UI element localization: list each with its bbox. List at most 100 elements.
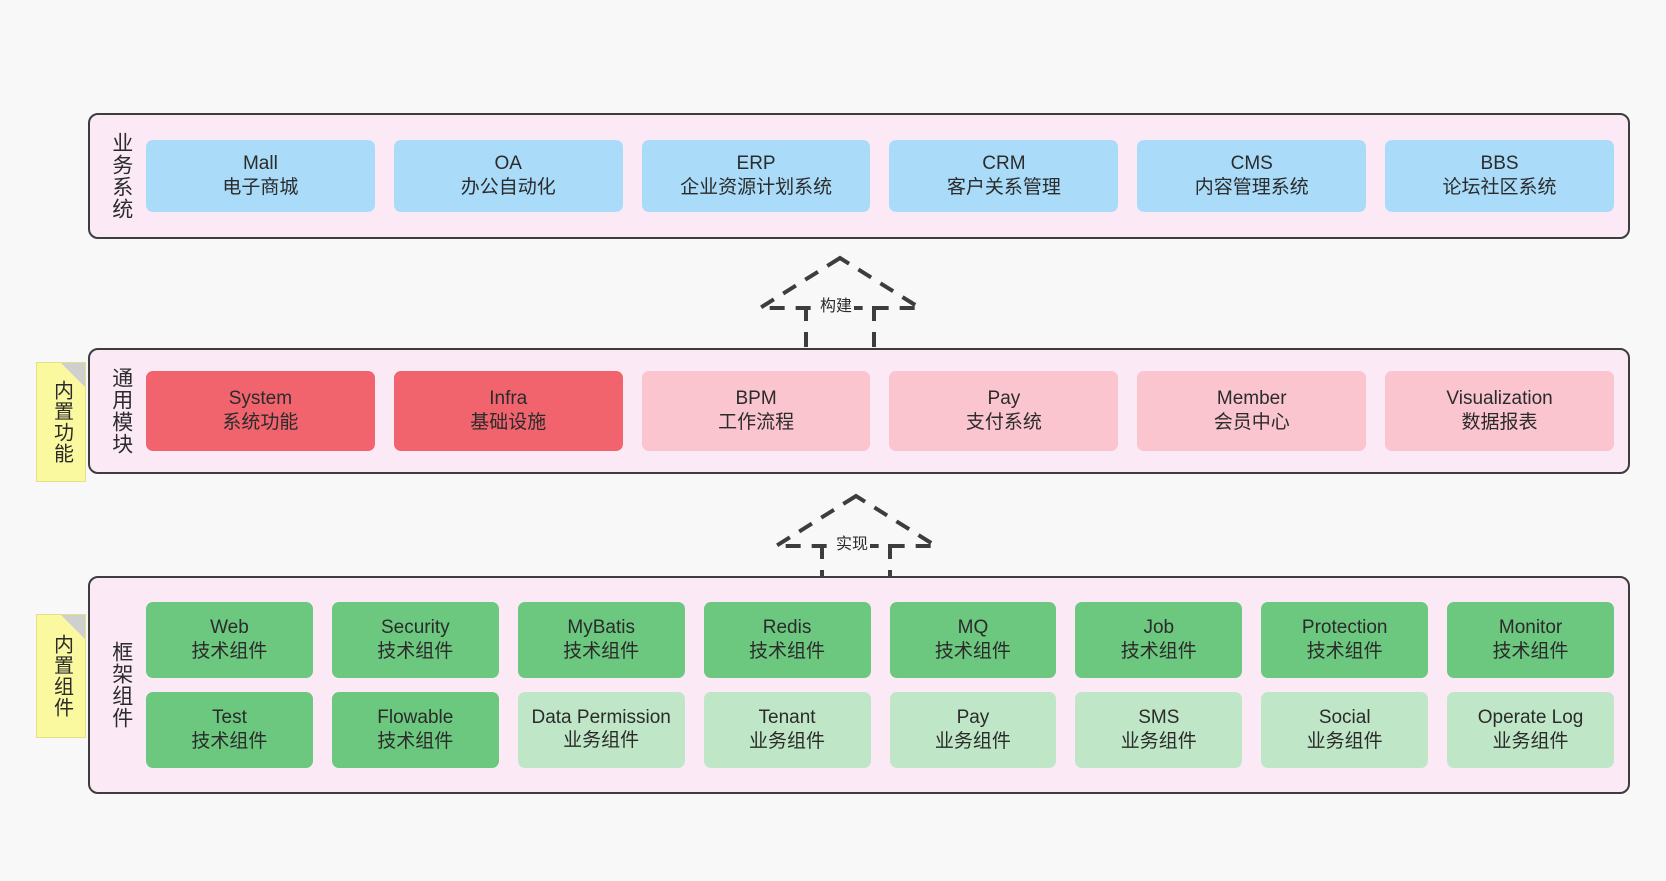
node-subtitle: 支付系统 <box>965 412 1042 433</box>
node-title: Protection <box>1301 617 1388 639</box>
node-subtitle: 会员中心 <box>1213 412 1290 433</box>
node-system[interactable]: System 系统功能 <box>146 371 375 451</box>
node-erp[interactable]: ERP 企业资源计划系统 <box>641 140 871 212</box>
node-subtitle: 内容管理系统 <box>1194 177 1309 198</box>
node-subtitle: 论坛社区系统 <box>1442 177 1557 198</box>
node-tenant[interactable]: Tenant 业务组件 <box>703 692 871 768</box>
node-subtitle: 技术组件 <box>1120 641 1197 662</box>
node-redis[interactable]: Redis 技术组件 <box>703 602 871 678</box>
node-mall[interactable]: Mall 电子商城 <box>146 140 375 212</box>
node-title: Redis <box>762 617 812 639</box>
node-subtitle: 系统功能 <box>222 412 299 433</box>
node-subtitle: 数据报表 <box>1461 412 1538 433</box>
node-subtitle: 技术组件 <box>191 731 268 752</box>
node-title: Security <box>380 617 450 639</box>
node-subtitle: 技术组件 <box>934 641 1011 662</box>
node-title: Social <box>1318 707 1371 729</box>
node-subtitle: 技术组件 <box>377 641 454 662</box>
node-subtitle: 业务组件 <box>934 731 1011 752</box>
node-title: CMS <box>1230 153 1273 175</box>
node-title: Tenant <box>758 707 816 729</box>
node-subtitle: 业务组件 <box>749 731 826 752</box>
connector-build: 构建 <box>740 252 940 354</box>
node-member[interactable]: Member 会员中心 <box>1137 371 1367 451</box>
layer-common-module: 通用模块 System 系统功能 Infra 基础设施 BPM 工作流程 Pay… <box>88 348 1630 474</box>
node-title: Pay <box>956 707 990 729</box>
node-title: Job <box>1143 617 1175 639</box>
layer-title-common-module: 通用模块 <box>109 367 133 455</box>
node-subtitle: 技术组件 <box>377 731 454 752</box>
node-infra[interactable]: Infra 基础设施 <box>393 371 623 451</box>
note-fold-corner-icon <box>61 615 85 639</box>
node-mq[interactable]: MQ 技术组件 <box>889 602 1057 678</box>
node-operate-log[interactable]: Operate Log 业务组件 <box>1447 692 1614 768</box>
node-subtitle: 企业资源计划系统 <box>680 177 833 198</box>
node-title: Member <box>1216 388 1287 410</box>
node-crm[interactable]: CRM 客户关系管理 <box>889 140 1119 212</box>
node-test[interactable]: Test 技术组件 <box>146 692 313 768</box>
node-row: Test 技术组件 Flowable 技术组件 Data Permission … <box>146 692 1614 768</box>
node-pay[interactable]: Pay 支付系统 <box>889 371 1119 451</box>
node-flowable[interactable]: Flowable 技术组件 <box>331 692 499 768</box>
node-title: Operate Log <box>1477 707 1584 729</box>
node-title: Infra <box>489 388 528 410</box>
connector-implement: 实现 <box>756 490 956 592</box>
node-subtitle: 办公自动化 <box>460 177 556 198</box>
layer-body-common-module: System 系统功能 Infra 基础设施 BPM 工作流程 Pay 支付系统… <box>140 350 1628 472</box>
node-subtitle: 技术组件 <box>191 641 268 662</box>
node-web[interactable]: Web 技术组件 <box>146 602 313 678</box>
layer-framework-component: 框架组件 Web 技术组件 Security 技术组件 MyBatis 技术组件… <box>88 576 1630 794</box>
node-title: BBS <box>1480 153 1519 175</box>
layer-body-framework-component: Web 技术组件 Security 技术组件 MyBatis 技术组件 Redi… <box>140 578 1628 792</box>
node-title: OA <box>494 153 522 175</box>
node-bpm[interactable]: BPM 工作流程 <box>641 371 871 451</box>
node-subtitle: 业务组件 <box>1492 731 1569 752</box>
node-cms[interactable]: CMS 内容管理系统 <box>1137 140 1367 212</box>
node-security[interactable]: Security 技术组件 <box>331 602 499 678</box>
node-monitor[interactable]: Monitor 技术组件 <box>1447 602 1614 678</box>
node-subtitle: 基础设施 <box>470 412 547 433</box>
node-title: Test <box>212 707 247 729</box>
node-sms[interactable]: SMS 业务组件 <box>1075 692 1243 768</box>
node-title: Visualization <box>1446 388 1553 410</box>
connector-label-build: 构建 <box>818 292 855 316</box>
node-title: Mall <box>242 153 278 175</box>
node-job[interactable]: Job 技术组件 <box>1075 602 1243 678</box>
sticky-note-label: 内置功能 <box>50 380 73 464</box>
node-pay-component[interactable]: Pay 业务组件 <box>889 692 1057 768</box>
node-data-permission[interactable]: Data Permission 业务组件 <box>517 692 685 768</box>
node-title: Flowable <box>377 707 454 729</box>
node-subtitle: 客户关系管理 <box>946 177 1061 198</box>
node-subtitle: 工作流程 <box>718 412 795 433</box>
sticky-note-builtin-component: 内置组件 <box>36 614 86 738</box>
node-visualization[interactable]: Visualization 数据报表 <box>1385 371 1614 451</box>
layer-title-framework-component: 框架组件 <box>109 641 133 729</box>
node-row: Web 技术组件 Security 技术组件 MyBatis 技术组件 Redi… <box>146 602 1614 678</box>
node-title: MyBatis <box>567 617 635 639</box>
node-subtitle: 电子商城 <box>222 177 299 198</box>
node-title: BPM <box>735 388 777 410</box>
layer-title-business-system: 业务系统 <box>109 132 133 220</box>
node-social[interactable]: Social 业务组件 <box>1261 692 1429 768</box>
node-title: Pay <box>987 388 1021 410</box>
connector-label-implement: 实现 <box>834 530 871 554</box>
node-mybatis[interactable]: MyBatis 技术组件 <box>517 602 685 678</box>
node-title: CRM <box>982 153 1026 175</box>
node-row: Mall 电子商城 OA 办公自动化 ERP 企业资源计划系统 CRM 客户关系… <box>146 140 1614 212</box>
node-title: SMS <box>1138 707 1180 729</box>
node-oa[interactable]: OA 办公自动化 <box>393 140 623 212</box>
layer-business-system: 业务系统 Mall 电子商城 OA 办公自动化 ERP 企业资源计划系统 CRM… <box>88 113 1630 239</box>
node-bbs[interactable]: BBS 论坛社区系统 <box>1385 140 1614 212</box>
node-protection[interactable]: Protection 技术组件 <box>1261 602 1429 678</box>
node-subtitle: 业务组件 <box>1306 731 1383 752</box>
node-title: ERP <box>736 153 776 175</box>
node-subtitle: 技术组件 <box>563 641 640 662</box>
layer-body-business-system: Mall 电子商城 OA 办公自动化 ERP 企业资源计划系统 CRM 客户关系… <box>140 115 1628 237</box>
node-title: System <box>228 388 293 410</box>
node-title: Data Permission <box>531 707 671 729</box>
sticky-note-builtin-function: 内置功能 <box>36 362 86 482</box>
node-subtitle: 技术组件 <box>1306 641 1383 662</box>
node-row: System 系统功能 Infra 基础设施 BPM 工作流程 Pay 支付系统… <box>146 371 1614 451</box>
note-fold-corner-icon <box>61 363 85 387</box>
